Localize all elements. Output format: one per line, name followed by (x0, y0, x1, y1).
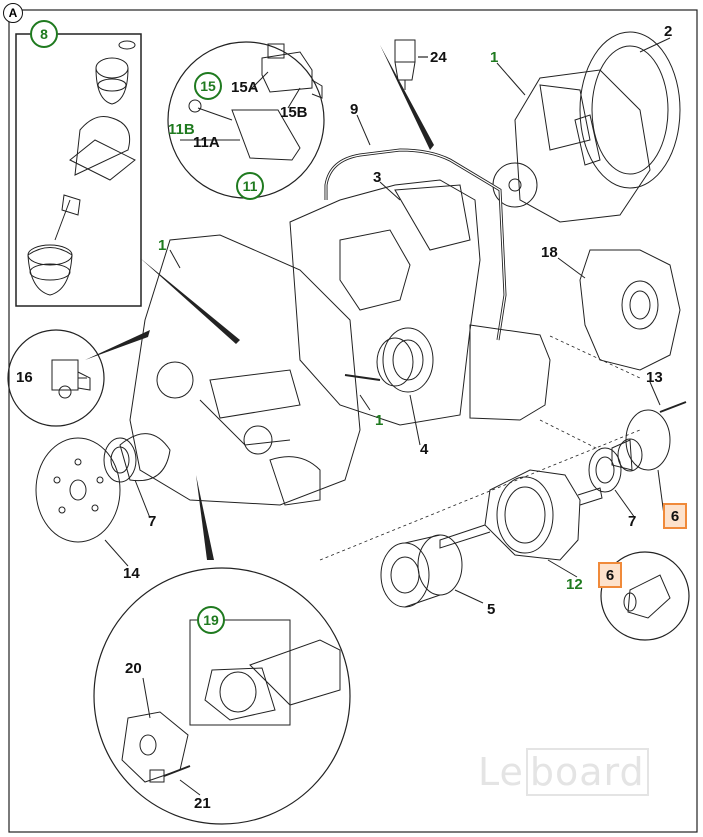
callout-9: 9 (350, 101, 359, 118)
callout-14: 14 (123, 565, 140, 582)
callout-6b-text: 6 (605, 566, 615, 584)
gear-lever-part (27, 40, 136, 296)
callout-1-top: 1 (490, 49, 499, 66)
callout-6-boxed-b: 6 (598, 562, 622, 588)
pto-plate (204, 639, 341, 721)
cover-plate (469, 324, 551, 421)
callout-4: 4 (420, 441, 429, 458)
housing-cover-18 (579, 249, 681, 371)
inset-switch-circle (7, 329, 105, 427)
gear-5 (380, 534, 463, 608)
switch-part (51, 359, 91, 399)
inset-gear-lever (15, 33, 142, 307)
callout-6-boxed-a: 6 (663, 503, 687, 529)
disc-14 (35, 437, 121, 543)
watermark-part2: board (525, 748, 649, 796)
callout-18: 18 (541, 244, 558, 261)
bolt-21 (149, 765, 191, 783)
seal-7-left (103, 437, 137, 483)
transfer-box-topright (492, 31, 681, 223)
callout-7-left: 7 (148, 513, 157, 530)
callout-20: 20 (125, 660, 142, 677)
callout-3: 3 (373, 169, 382, 186)
sensor-part (394, 39, 416, 90)
callout-2: 2 (664, 23, 673, 40)
callout-11b: 11B (168, 121, 195, 138)
callout-8: 8 (30, 20, 58, 48)
callout-13: 13 (646, 369, 663, 386)
callout-19: 19 (197, 606, 225, 634)
flange-6 (611, 409, 671, 472)
callout-12: 12 (566, 576, 583, 593)
callout-15a: 15A (231, 79, 259, 96)
section-badge-letter: A (8, 6, 18, 20)
seal-7-right (588, 447, 622, 493)
callout-11-text: 11 (242, 178, 258, 194)
inset-box-19 (189, 619, 291, 726)
callout-1-left: 1 (158, 237, 167, 254)
callout-21: 21 (194, 795, 211, 812)
callout-8-text: 8 (40, 26, 48, 42)
inset-pto-circle (93, 567, 351, 825)
gear-4 (376, 327, 434, 393)
section-badge: A (3, 3, 23, 23)
clutch-drum-12 (439, 469, 603, 561)
callout-16: 16 (16, 369, 33, 386)
callout-11a: 11A (193, 134, 220, 151)
callout-1-mid: 1 (375, 412, 384, 429)
callout-24: 24 (430, 49, 447, 66)
solenoid-parts (188, 43, 323, 161)
callout-15: 15 (194, 72, 222, 100)
middle-housing (289, 179, 481, 426)
inset-yoke-circle (600, 551, 690, 641)
callout-6a-text: 6 (670, 507, 680, 525)
diagram-frame (8, 9, 698, 833)
callout-5: 5 (487, 601, 496, 618)
callout-7-right: 7 (628, 513, 637, 530)
main-housing (119, 234, 361, 506)
callout-15b: 15B (280, 104, 308, 121)
callout-19-text: 19 (203, 612, 219, 628)
watermark-part1: Le (478, 750, 524, 794)
callout-15-text: 15 (200, 78, 216, 94)
yoke-part (623, 574, 671, 619)
callout-11: 11 (236, 172, 264, 200)
